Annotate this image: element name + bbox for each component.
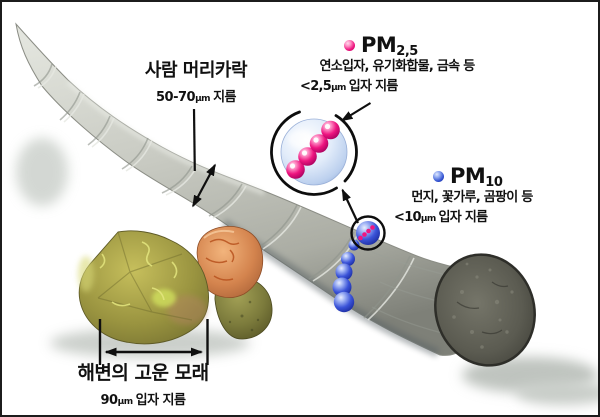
pm25-spheres <box>286 120 340 179</box>
sand-grains <box>78 225 273 345</box>
hair-diameter-arrow <box>192 163 216 208</box>
sand-grain-main-facets <box>97 231 193 321</box>
pm25-name: PM2,5 <box>361 33 418 59</box>
sand-grain-orange-texture <box>205 238 240 281</box>
pm10-size-unit: µm <box>420 214 436 224</box>
sand-grain-main-edge-light <box>78 256 94 292</box>
sand-grain-main-brown-patch <box>167 295 207 325</box>
pm10-size-suffix: 입자 지름 <box>438 210 489 225</box>
pm25-description: 연소입자, 유기화합물, 금속 등 <box>319 59 475 74</box>
pm25-legend-row: PM2,5 <box>292 33 502 59</box>
hair-title: 사람 머리카락 <box>144 60 248 81</box>
sphere-highlight <box>288 130 314 148</box>
pm10-dot-icon <box>433 170 444 182</box>
sand-size-unit: µm <box>117 397 134 407</box>
pm10-size-value: <10 <box>394 210 422 225</box>
sand-grain-orange-highlight <box>203 229 235 239</box>
pm10-name-sub: 10 <box>485 175 503 190</box>
sand-title: 해변의 고운 모래 <box>77 362 209 384</box>
sand-grain-main <box>78 230 209 345</box>
pm10-particle-chain <box>332 215 386 313</box>
pm25-pointer-arrow <box>340 102 372 122</box>
pm25-dot-icon <box>344 39 355 51</box>
sand-size-suffix: 입자 지름 <box>135 393 186 408</box>
pm25-size-value: <2,5 <box>300 79 332 94</box>
hair-cut-texture <box>452 262 514 349</box>
pm25-name-sub: 2,5 <box>396 44 418 59</box>
hair-cut-end <box>434 253 536 367</box>
hair-size-value: 50-70 <box>155 90 196 105</box>
hair-cut-cracks <box>456 281 509 335</box>
magnified-inset <box>270 110 358 196</box>
circled-pm10-particle <box>350 215 386 251</box>
pm25-size-suffix: 입자 지름 <box>348 79 399 94</box>
pm10-legend-row: PM10 <box>384 164 560 190</box>
inset-pointer-arrow <box>341 188 359 224</box>
hair-size-unit: µm <box>195 94 211 104</box>
hair-pointer-line <box>192 108 196 172</box>
pm25-size-unit: µm <box>331 83 346 93</box>
sand-size-value: 90 <box>100 393 119 408</box>
sand-grain-main-squiggles <box>99 241 178 307</box>
hair-cuticle-highlights <box>37 65 415 321</box>
hair-size-suffix: 지름 <box>213 90 236 105</box>
magnifier-circle-small <box>350 215 386 251</box>
pm10-name: PM10 <box>450 164 503 190</box>
pm10-description: 먼지, 꽃가루, 곰팡이 등 <box>411 190 533 205</box>
annotations <box>98 102 372 365</box>
